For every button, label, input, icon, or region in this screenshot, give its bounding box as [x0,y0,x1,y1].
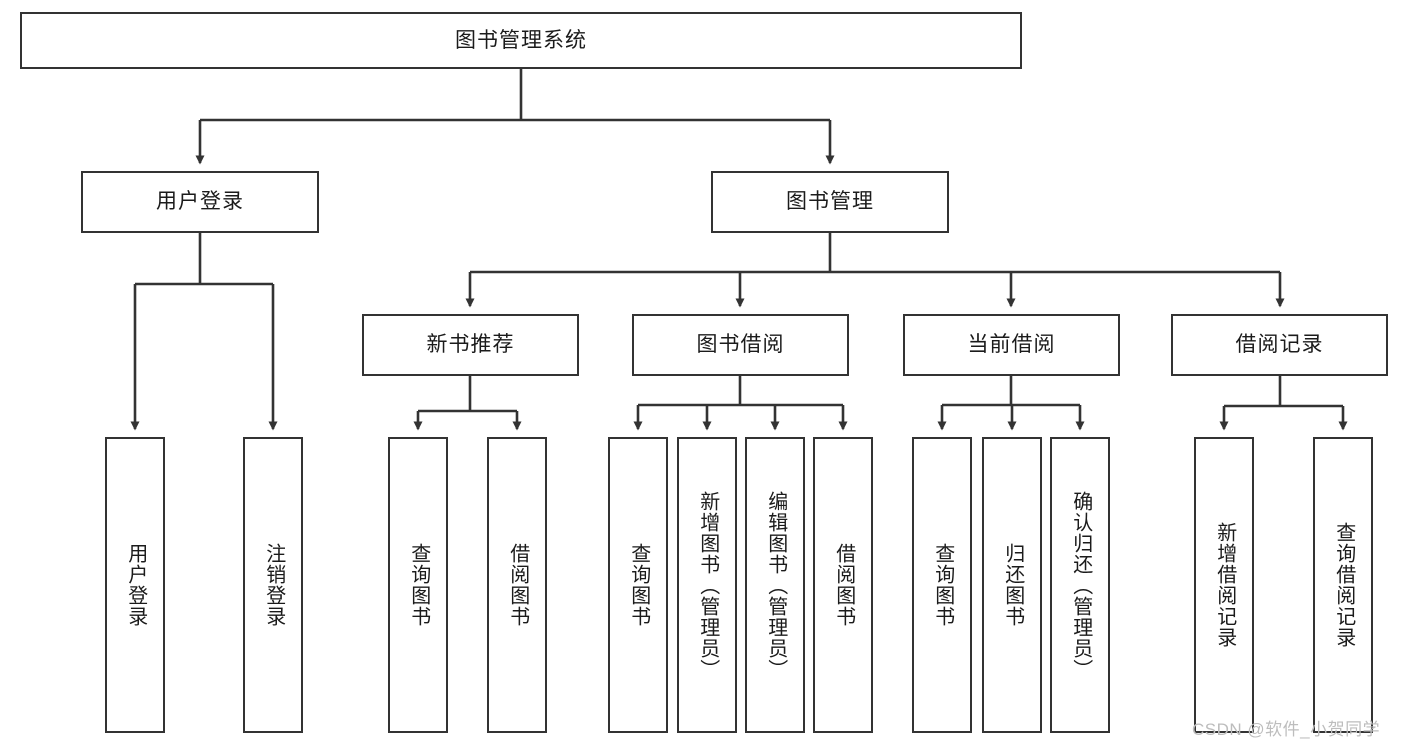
node-leaf-query-book-borrow-label: 查询图书 [627,543,650,627]
node-user-login-label: 用户登录 [156,190,244,214]
node-leaf-add-record[interactable]: 新增借阅记录 [1194,437,1254,733]
node-leaf-user-login[interactable]: 用户登录 [105,437,165,733]
node-book-borrow[interactable]: 图书借阅 [632,314,849,376]
node-current-borrow-label: 当前借阅 [967,333,1056,357]
node-leaf-borrow-book-label: 借阅图书 [832,543,855,627]
node-leaf-edit-book[interactable]: 编辑图书（管理员） [745,437,805,733]
node-leaf-borrow-book-rec[interactable]: 借阅图书 [487,437,547,733]
node-new-book-rec-label: 新书推荐 [426,333,515,357]
node-leaf-add-record-label: 新增借阅记录 [1213,522,1236,648]
node-leaf-add-book[interactable]: 新增图书（管理员） [677,437,737,733]
node-leaf-query-book-rec[interactable]: 查询图书 [388,437,448,733]
node-borrow-record-label: 借阅记录 [1235,333,1324,357]
node-user-login[interactable]: 用户登录 [81,171,319,233]
node-leaf-query-record-label: 查询借阅记录 [1332,522,1355,648]
node-leaf-confirm-return[interactable]: 确认归还（管理员） [1050,437,1110,733]
node-leaf-return-book-label: 归还图书 [1001,543,1024,627]
node-leaf-query-book-current-label: 查询图书 [931,543,954,627]
node-leaf-user-login-label: 用户登录 [124,543,147,627]
node-leaf-edit-book-label: 编辑图书（管理员） [764,490,787,680]
node-borrow-record[interactable]: 借阅记录 [1171,314,1388,376]
node-leaf-add-book-label: 新增图书（管理员） [696,490,719,680]
node-leaf-borrow-book[interactable]: 借阅图书 [813,437,873,733]
node-root-label: 图书管理系统 [455,28,587,52]
node-leaf-query-book-rec-label: 查询图书 [407,543,430,627]
node-leaf-return-book[interactable]: 归还图书 [982,437,1042,733]
node-leaf-logout-label: 注销登录 [262,543,285,627]
node-book-manage[interactable]: 图书管理 [711,171,949,233]
node-root[interactable]: 图书管理系统 [20,12,1022,69]
node-leaf-borrow-book-rec-label: 借阅图书 [506,543,529,627]
node-leaf-query-book-current[interactable]: 查询图书 [912,437,972,733]
node-book-manage-label: 图书管理 [786,190,874,214]
node-book-borrow-label: 图书借阅 [696,333,785,357]
csdn-watermark: CSDN @软件_小贺同学 [1192,720,1381,739]
node-leaf-confirm-return-label: 确认归还（管理员） [1069,490,1092,680]
node-new-book-rec[interactable]: 新书推荐 [362,314,579,376]
node-leaf-logout[interactable]: 注销登录 [243,437,303,733]
node-leaf-query-book-borrow[interactable]: 查询图书 [608,437,668,733]
node-leaf-query-record[interactable]: 查询借阅记录 [1313,437,1373,733]
node-current-borrow[interactable]: 当前借阅 [903,314,1120,376]
